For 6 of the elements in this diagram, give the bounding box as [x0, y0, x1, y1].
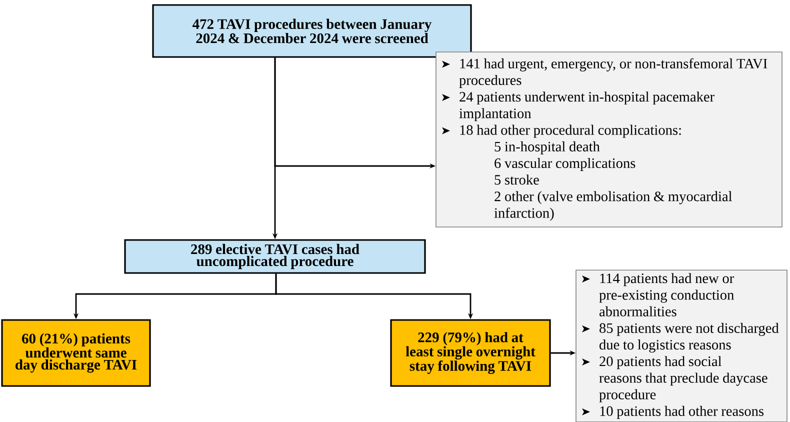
- reasons-box: 114 patients had new or pre-existing conduction abnormalities 85 patients were not discharged due to logistics reasons 20 patients had social reasons that preclude daycase procedure 10 patients had other reasons: [576, 270, 788, 422]
- outcome-box: 229 (79%) had at least single overnight stay following TAVI: [390, 319, 551, 387]
- reasons-box: 141 had urgent, emergency, or non-transfemoral TAVI procedures 24 patients underwent in-hospital pacemaker implantation 18 had other procedural complications: 5 in-hospital death 6 vascular complications 5 stroke 2 other (valve embolisation & myocardial infarction): [436, 52, 782, 228]
- process-box: 289 elective TAVI cases had uncomplicated procedure: [124, 239, 426, 274]
- process-box: 472 TAVI procedures between January 2024 & December 2024 were screened: [152, 4, 472, 58]
- outcome-box: 60 (21%) patients underwent same day discharge TAVI: [1, 319, 151, 387]
